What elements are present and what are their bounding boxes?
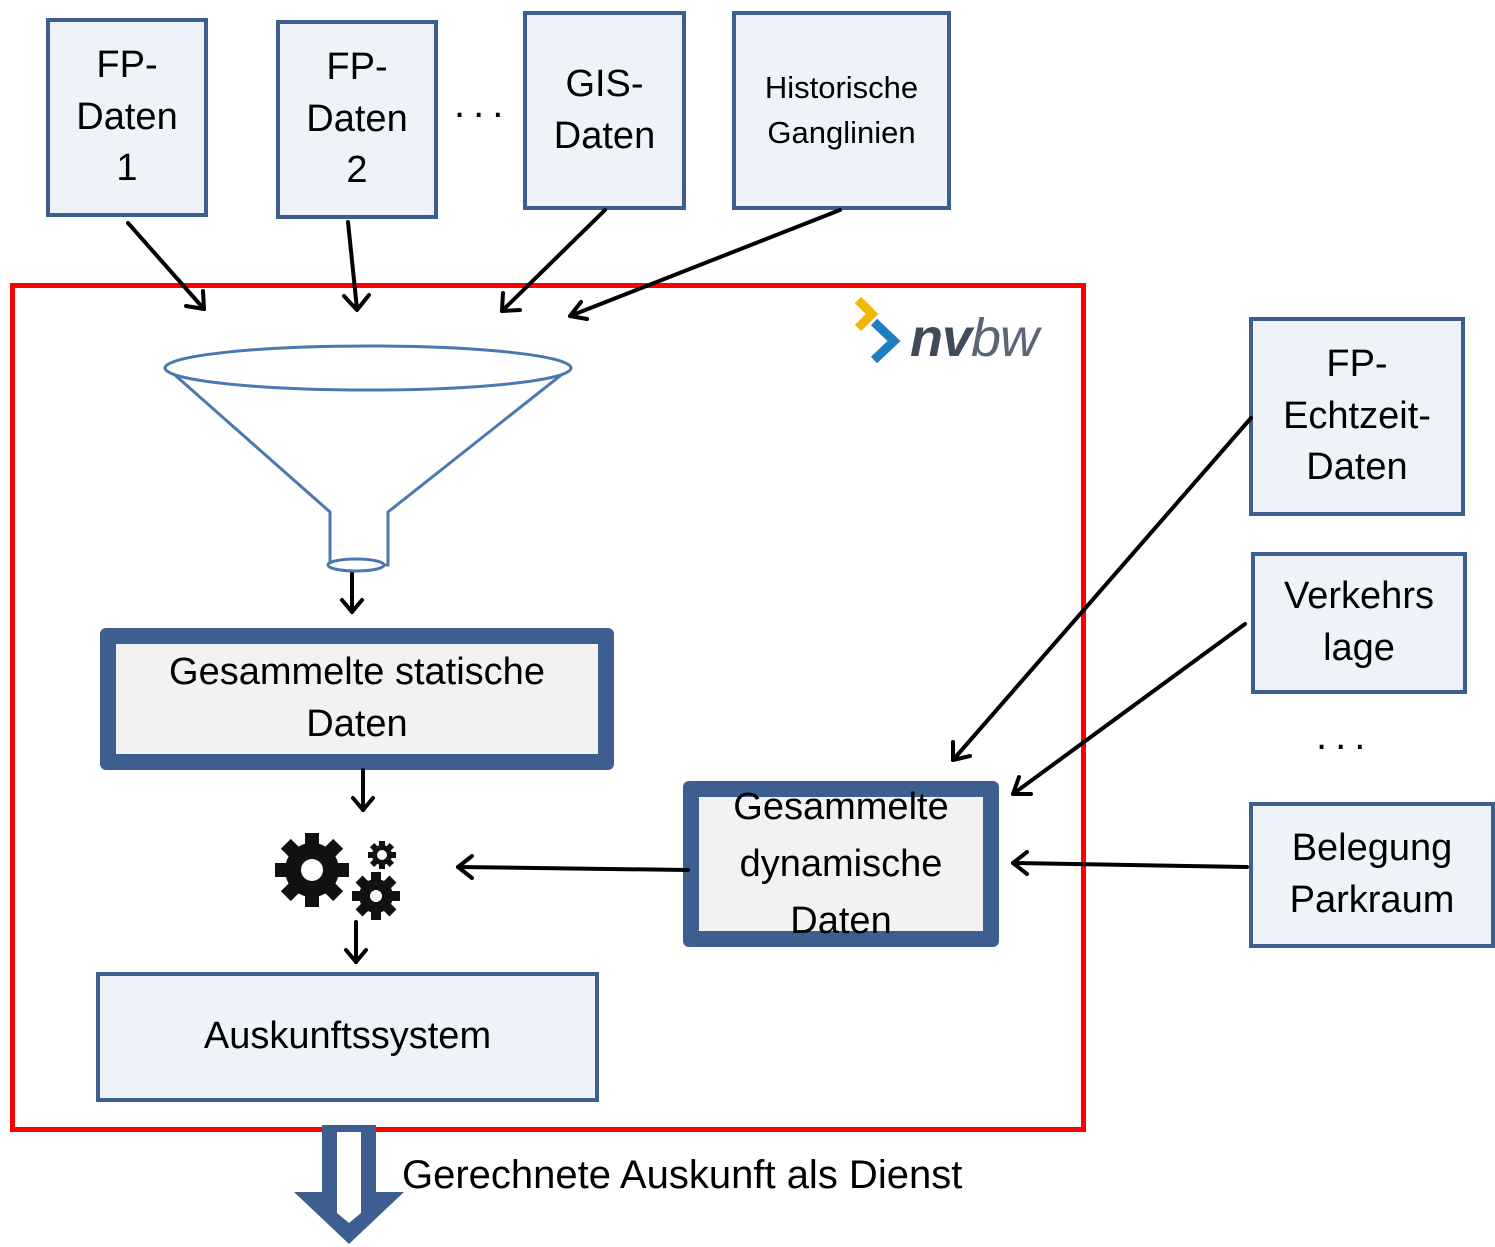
gears-icon <box>275 833 400 920</box>
source-parking-occupancy: Belegung Parkraum <box>1249 802 1495 948</box>
nvbw-logo-icon <box>854 296 901 364</box>
arrow-fp2-to-funnel <box>342 220 371 312</box>
nvbw-logo: nvbw <box>910 307 1039 369</box>
arrow-historical-to-funnel <box>568 208 842 321</box>
arrow-dynamic-to-gears <box>456 854 690 880</box>
source-fp-realtime-data: FP- Echtzeit- Daten <box>1249 317 1465 516</box>
source-gis-data-label: GIS- Daten <box>553 62 656 157</box>
source-historical-curves: Historische Ganglinien <box>732 11 951 210</box>
nvbw-logo-light: bw <box>971 308 1039 368</box>
source-fp-data-1-label: FP- Daten 1 <box>76 43 178 190</box>
arrow-fp1-to-funnel <box>126 221 206 311</box>
collected-static-data-label: Gesammelte statische Daten <box>169 651 545 745</box>
more-sources-ellipsis: ... <box>454 82 512 126</box>
collected-static-data: Gesammelte statische Daten <box>100 628 614 770</box>
source-fp-data-2: FP- Daten 2 <box>276 20 438 219</box>
source-fp-realtime-data-label: FP- Echtzeit- Daten <box>1283 342 1431 489</box>
arrow-static-to-gears <box>351 768 375 812</box>
source-fp-data-2-label: FP- Daten 2 <box>306 45 408 192</box>
arrow-parking-to-dynamic <box>1011 850 1249 876</box>
source-parking-occupancy-label: Belegung Parkraum <box>1289 827 1455 921</box>
arrow-traffic-to-dynamic <box>1011 622 1247 796</box>
source-traffic-situation: Verkehrs lage <box>1251 552 1467 694</box>
information-system: Auskunftssystem <box>96 972 599 1102</box>
collected-dynamic-data: Gesammelte dynamische Daten <box>683 781 999 947</box>
output-arrow-icon <box>294 1125 404 1244</box>
nvbw-logo-bold: nv <box>910 308 972 368</box>
system-boundary <box>10 283 1086 1132</box>
arrow-realtime-to-dynamic <box>951 416 1253 762</box>
more-dynamic-sources-ellipsis: ... <box>1316 714 1374 758</box>
source-gis-data: GIS- Daten <box>523 11 686 210</box>
source-historical-curves-label: Historische Ganglinien <box>764 70 919 150</box>
information-system-label: Auskunftssystem <box>203 1015 492 1058</box>
source-traffic-situation-label: Verkehrs lage <box>1284 575 1434 669</box>
source-fp-data-1: FP- Daten 1 <box>46 18 208 217</box>
collected-dynamic-data-label: Gesammelte dynamische Daten <box>733 785 949 942</box>
arrow-gis-to-funnel <box>500 208 607 313</box>
arrow-funnel-to-static <box>340 570 364 614</box>
output-caption: Gerechnete Auskunft als Dienst <box>402 1153 963 1197</box>
arrow-gears-to-information-system <box>344 920 368 964</box>
funnel-icon <box>163 344 573 573</box>
